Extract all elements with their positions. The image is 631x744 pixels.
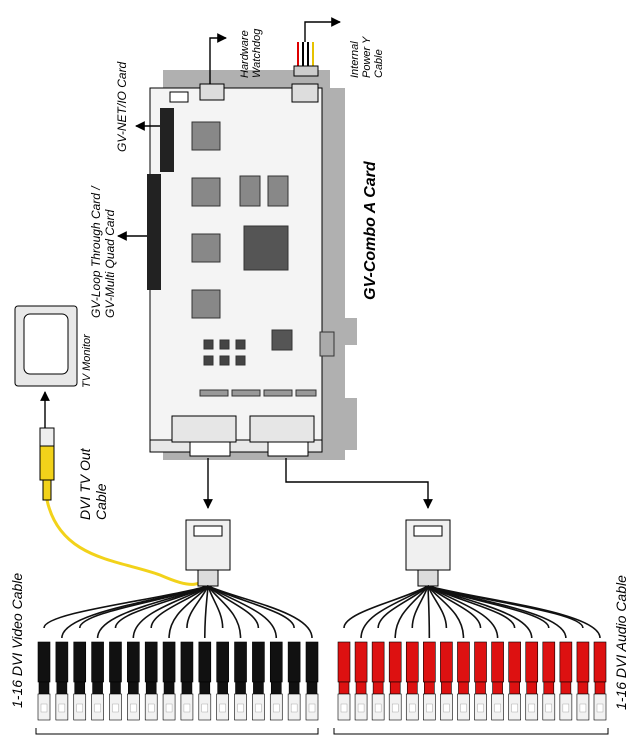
cable-wire xyxy=(207,585,313,639)
combo-card-board xyxy=(149,87,323,441)
cable-wire xyxy=(150,585,209,629)
card-dvi-ports xyxy=(171,415,315,457)
tv-monitor-label: TV Monitor xyxy=(81,333,93,388)
bnc-connector xyxy=(542,641,556,721)
bnc-connector xyxy=(491,641,504,721)
video-connector-row xyxy=(37,641,319,721)
video-cable-label: 1-16 DVI Video Cable xyxy=(9,573,25,708)
cable-wire xyxy=(186,585,209,629)
cable-wire xyxy=(360,585,429,639)
audio-connector-row xyxy=(337,641,607,721)
bnc-connector xyxy=(216,641,229,721)
bnc-connector xyxy=(388,641,402,721)
video-bracket-line xyxy=(35,728,319,735)
power-connector xyxy=(291,83,319,103)
bnc-connector xyxy=(55,641,69,721)
internal-power-label: Internal Power Y Cable xyxy=(349,34,385,78)
cable-wire xyxy=(394,585,429,639)
cable-wire xyxy=(132,585,209,639)
bnc-connector xyxy=(287,641,301,721)
audio-cable-wires xyxy=(343,585,601,639)
netio-card-label: GV-NET/IO Card xyxy=(115,61,129,152)
video-cable-wires xyxy=(43,585,313,639)
bnc-connector xyxy=(457,641,470,721)
cable-wire xyxy=(204,585,209,639)
bnc-connector xyxy=(162,641,176,721)
hardware-watchdog-label: Hardware Watchdog xyxy=(239,27,263,78)
watchdog-connector xyxy=(199,83,225,101)
audio-cable-label: 1-16 DVI Audio Cable xyxy=(613,575,629,710)
cable-wire xyxy=(427,585,431,639)
bnc-connector xyxy=(198,641,212,721)
cable-wire xyxy=(207,585,295,629)
bnc-connector xyxy=(73,641,87,721)
bnc-connector xyxy=(91,641,104,721)
bnc-connector xyxy=(440,641,453,721)
audio-dvi-connector xyxy=(405,519,451,587)
bnc-connector xyxy=(371,641,385,721)
pointer-arrows xyxy=(40,17,433,509)
cable-wire xyxy=(207,585,242,639)
bnc-connector xyxy=(525,641,539,721)
small-top-block xyxy=(169,91,189,103)
cable-wire xyxy=(427,585,601,639)
cable-wire xyxy=(411,585,429,629)
loop-through-label: GV-Loop Through Card / GV-Multi Quad Car… xyxy=(89,183,117,318)
cable-wire xyxy=(207,585,224,629)
bnc-connector xyxy=(269,641,283,721)
bnc-connector xyxy=(405,641,419,721)
cable-wire xyxy=(114,585,209,629)
bnc-connector xyxy=(474,641,487,721)
loop-through-header xyxy=(147,174,161,290)
tv-out-cable-label: DVI TV Out Cable xyxy=(77,445,109,520)
bnc-connector xyxy=(576,641,590,721)
combo-card-title: GV-Combo A Card xyxy=(362,160,379,300)
cable-wire xyxy=(207,585,260,629)
bnc-connector xyxy=(593,641,607,721)
board-chips xyxy=(191,121,335,397)
cable-wire xyxy=(343,585,429,629)
cable-wire xyxy=(427,585,448,629)
netio-header xyxy=(160,108,174,172)
bnc-connector xyxy=(305,641,319,721)
cable-wire xyxy=(168,585,209,639)
cable-wire xyxy=(377,585,429,629)
audio-bracket-line xyxy=(333,728,609,735)
bnc-connector xyxy=(180,641,194,721)
bnc-connector xyxy=(144,641,158,721)
bnc-connector xyxy=(234,641,247,721)
tv-monitor-icon xyxy=(14,305,78,387)
bnc-connector xyxy=(109,641,122,721)
bnc-connector xyxy=(508,641,521,721)
power-y-cable xyxy=(293,42,319,77)
bnc-connector xyxy=(252,641,265,721)
bnc-connector xyxy=(37,641,51,721)
bnc-connector xyxy=(127,641,140,721)
cable-wire xyxy=(207,585,278,639)
cable-wire xyxy=(427,585,465,639)
video-dvi-connector xyxy=(185,519,231,587)
bnc-connector xyxy=(337,641,351,721)
bnc-connector xyxy=(354,641,368,721)
bnc-connector xyxy=(559,641,573,721)
bnc-connector xyxy=(423,641,436,721)
